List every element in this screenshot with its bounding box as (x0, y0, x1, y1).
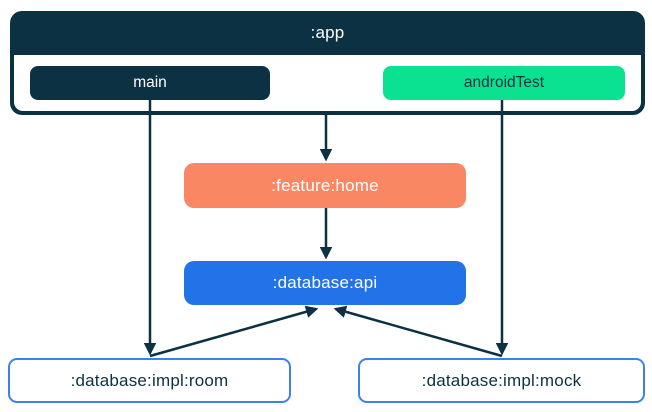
source-set-androidtest: androidTest (383, 66, 625, 100)
module-database-impl-mock-label: :database:impl:mock (421, 370, 582, 390)
edge-database-impl-room-to-database-api (149, 305, 319, 358)
module-database-impl-room: :database:impl:room (8, 358, 291, 403)
module-app-body: main androidTest (14, 55, 641, 111)
module-feature-home: :feature:home (184, 163, 466, 208)
module-database-api: :database:api (184, 261, 466, 305)
module-feature-home-label: :feature:home (271, 175, 379, 195)
module-app-label: :app (310, 23, 345, 42)
source-set-main-label: main (133, 74, 167, 91)
module-database-api-label: :database:api (272, 273, 378, 292)
source-set-androidtest-label: androidTest (463, 74, 545, 91)
edge-database-impl-mock-to-database-api (333, 305, 503, 358)
module-database-impl-mock: :database:impl:mock (358, 358, 645, 403)
module-app: :app main androidTest (10, 11, 645, 115)
module-database-impl-room-label: :database:impl:room (70, 370, 229, 390)
module-app-header: :app (10, 11, 645, 55)
source-set-main: main (30, 66, 270, 100)
